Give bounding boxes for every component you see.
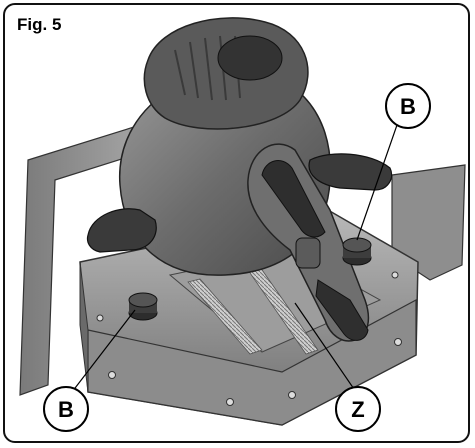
callout-b-right: B xyxy=(385,83,431,129)
motor-top-cap xyxy=(143,17,309,130)
callout-b-left-text: B xyxy=(58,397,74,422)
leader-b-right xyxy=(356,124,398,241)
callout-b-right-text: B xyxy=(400,94,416,119)
top-grip-pad xyxy=(217,35,283,81)
left-knob xyxy=(86,208,157,253)
right-knob xyxy=(308,153,393,191)
callout-z-text: Z xyxy=(351,397,364,422)
callout-b-left: B xyxy=(43,386,89,432)
leader-b-left xyxy=(71,309,136,393)
handle-switch xyxy=(295,237,321,269)
base-left-face xyxy=(79,261,89,393)
handle-grip xyxy=(261,160,326,238)
leader-z xyxy=(294,302,357,393)
handle-nose xyxy=(315,279,369,341)
callout-z: Z xyxy=(335,386,381,432)
clamp-knob-left xyxy=(128,292,158,321)
right-guide-panel xyxy=(391,164,466,281)
clamp-knob-right xyxy=(342,237,372,266)
spring-left xyxy=(187,278,263,355)
figure-label: Fig. 5 xyxy=(17,15,62,34)
